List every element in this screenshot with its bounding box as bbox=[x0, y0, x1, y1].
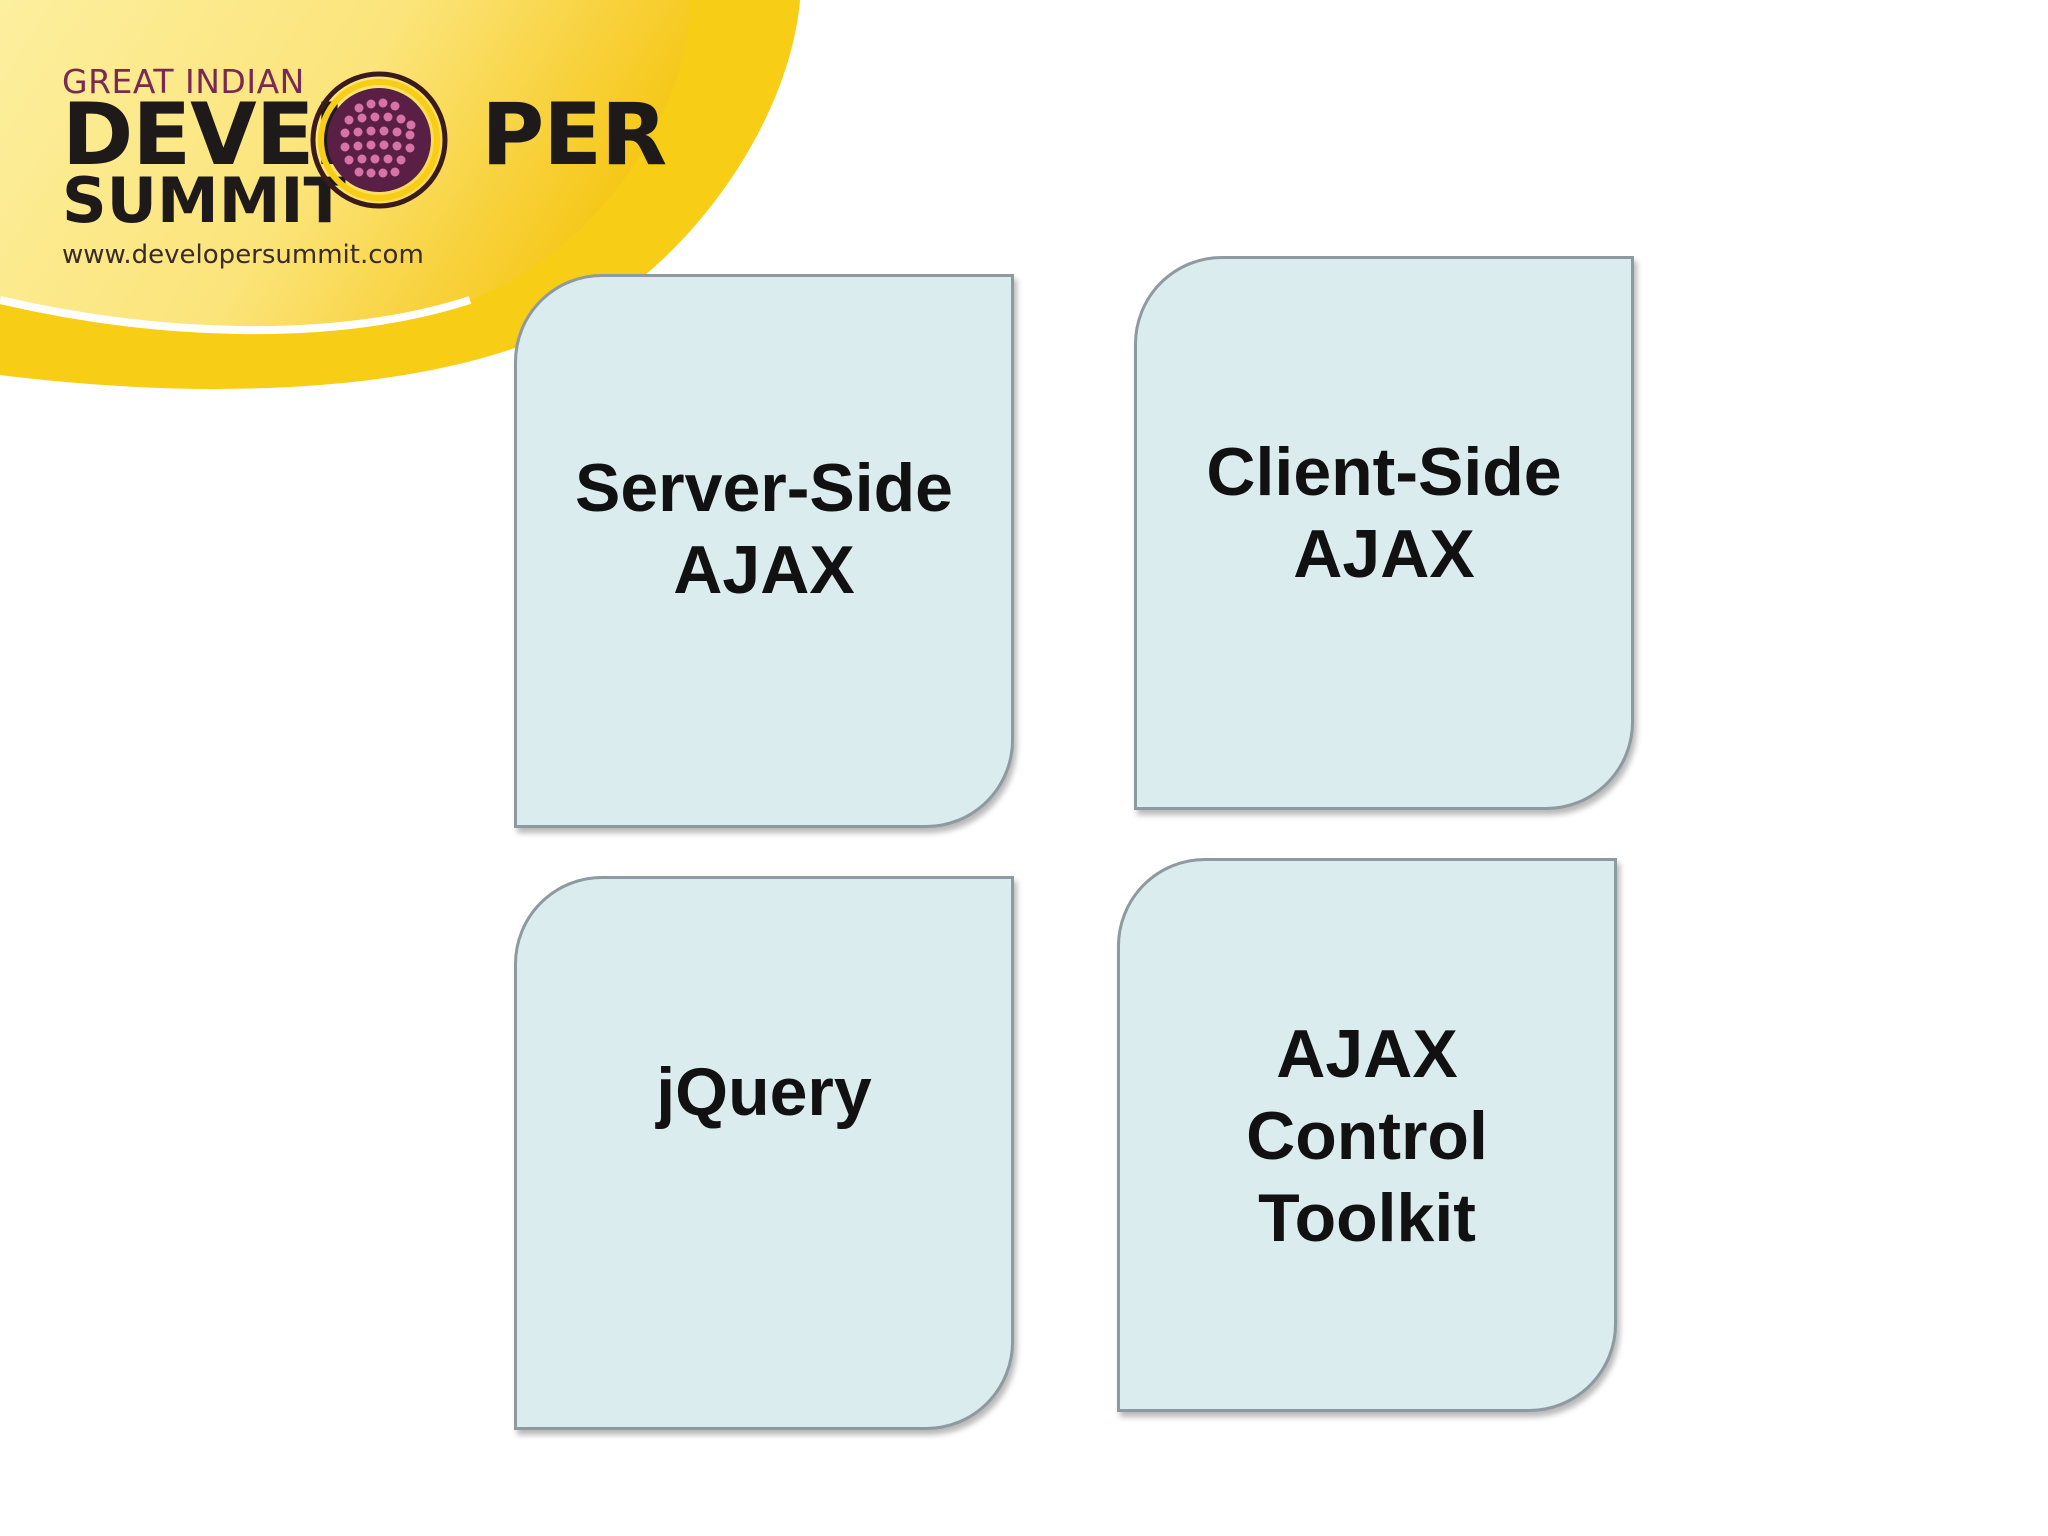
card-label: AJAX Control Toolkit bbox=[1246, 1016, 1488, 1256]
card-ajax-control-toolkit: AJAX Control Toolkit bbox=[1117, 858, 1617, 1412]
card-jquery: jQuery bbox=[514, 876, 1014, 1430]
globe-icon bbox=[310, 71, 448, 209]
card-label: Server-Side AJAX bbox=[575, 450, 953, 608]
card-client-side-ajax: Client-Side AJAX bbox=[1134, 256, 1634, 810]
logo-per: PER bbox=[481, 85, 667, 185]
card-label: jQuery bbox=[656, 1054, 872, 1130]
logo-url: www.developersummit.com bbox=[62, 240, 424, 270]
logo-summit: SUMMIT bbox=[62, 164, 346, 237]
card-label: Client-Side AJAX bbox=[1206, 434, 1562, 592]
logo-great-indian: GREAT INDIAN bbox=[62, 62, 305, 101]
card-server-side-ajax: Server-Side AJAX bbox=[514, 274, 1014, 828]
